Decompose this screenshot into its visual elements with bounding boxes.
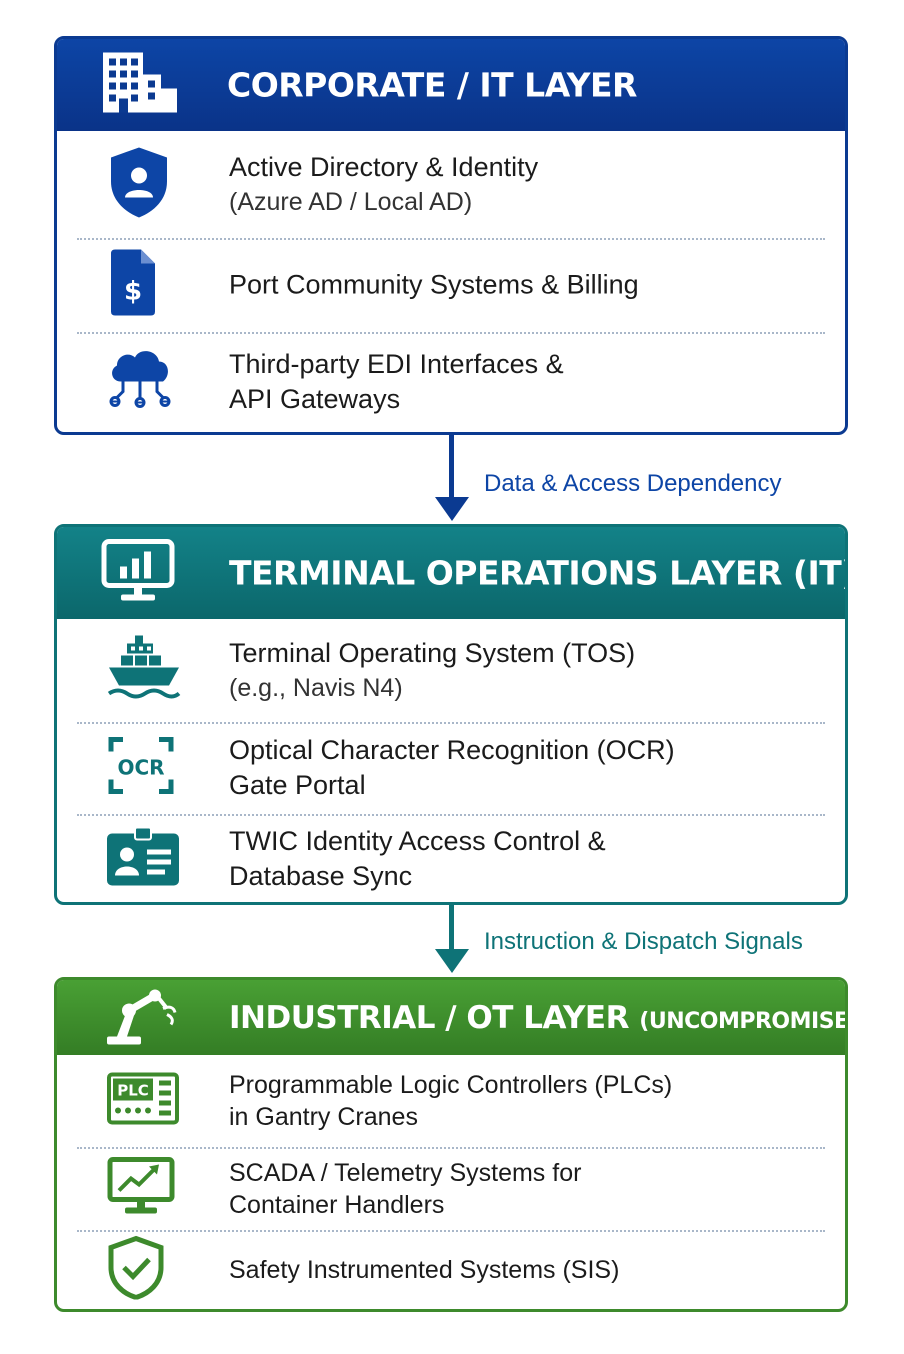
industrial-ot-layer: INDUSTRIAL / OT LAYER (UNCOMPROMISED) PL… [54,977,848,1312]
list-item: Terminal Operating System (TOS) (e.g., N… [57,619,845,722]
container-ship-icon [107,635,181,706]
list-item: TWIC Identity Access Control & Database … [57,814,845,902]
item-title-line-2: Container Handlers [229,1190,445,1219]
ocr-scan-icon: OCR [107,736,175,801]
industrial-layer-header: INDUSTRIAL / OT LAYER (UNCOMPROMISED) [57,980,845,1055]
list-item: OCR Optical Character Recognition (OCR) … [57,722,845,814]
list-item: Active Directory & Identity (Azure AD / … [57,131,845,238]
corporate-layer-title: CORPORATE / IT LAYER [227,65,637,105]
dependency-arrow [432,435,472,528]
industrial-layer-title: INDUSTRIAL / OT LAYER (UNCOMPROMISED) [229,999,848,1036]
item-title-line-1: SCADA / Telemetry Systems for [229,1158,582,1187]
robot-arm-icon [101,984,181,1051]
list-item: Third-party EDI Interfaces & API Gateway… [57,332,845,432]
svg-text:$: $ [124,277,142,307]
item-title-line-2: API Gateways [229,384,401,414]
billing-document-icon: $ [107,249,159,321]
corporate-layer-header: CORPORATE / IT LAYER [57,39,845,131]
list-item: Safety Instrumented Systems (SIS) [57,1230,845,1309]
plc-controller-icon: PLC [107,1072,179,1130]
list-item: PLC Programmable Logic Controllers (PLCs… [57,1055,845,1147]
office-building-icon [101,52,181,118]
item-title-line-1: Third-party EDI Interfaces & [229,349,564,379]
item-title-line-1: Optical Character Recognition (OCR) [229,735,675,765]
terminal-operations-layer: TERMINAL OPERATIONS LAYER (IT) Terminal … [54,524,848,905]
item-title-line-2: Database Sync [229,861,413,891]
shield-check-icon [107,1235,165,1305]
item-title: Port Community Systems & Billing [229,269,639,300]
monitor-trend-icon [107,1156,175,1221]
id-badge-icon [107,826,179,891]
corporate-it-layer: CORPORATE / IT LAYER Active Directory & … [54,36,848,435]
list-item: SCADA / Telemetry Systems for Container … [57,1147,845,1230]
ocr-icon-text: OCR [117,756,164,780]
monitor-chart-icon [101,539,175,608]
connector-label-data-access: Data & Access Dependency [484,470,782,497]
list-item: $ Port Community Systems & Billing [57,238,845,332]
item-title-line-1: TWIC Identity Access Control & [229,826,606,856]
item-title: Terminal Operating System (TOS) [229,637,636,668]
item-title-line-2: Gate Portal [229,770,366,800]
connector-label-instruction-dispatch: Instruction & Dispatch Signals [484,928,803,955]
cloud-network-icon [107,348,173,417]
shield-user-icon [107,145,171,224]
item-title: Safety Instrumented Systems (SIS) [229,1256,620,1284]
item-title-line-1: Programmable Logic Controllers (PLCs) [229,1071,673,1099]
plc-icon-text: PLC [117,1082,149,1100]
terminal-layer-header: TERMINAL OPERATIONS LAYER (IT) [57,527,845,619]
item-subtitle: (Azure AD / Local AD) [229,187,473,216]
item-subtitle: (e.g., Navis N4) [229,673,403,702]
terminal-layer-title: TERMINAL OPERATIONS LAYER (IT) [229,553,848,593]
industrial-layer-title-suffix: (UNCOMPROMISED) [639,1008,848,1034]
item-title: Active Directory & Identity [229,151,539,182]
industrial-layer-title-main: INDUSTRIAL / OT LAYER [229,999,629,1036]
dispatch-arrow [432,905,472,980]
item-title-line-2: in Gantry Cranes [229,1103,418,1131]
